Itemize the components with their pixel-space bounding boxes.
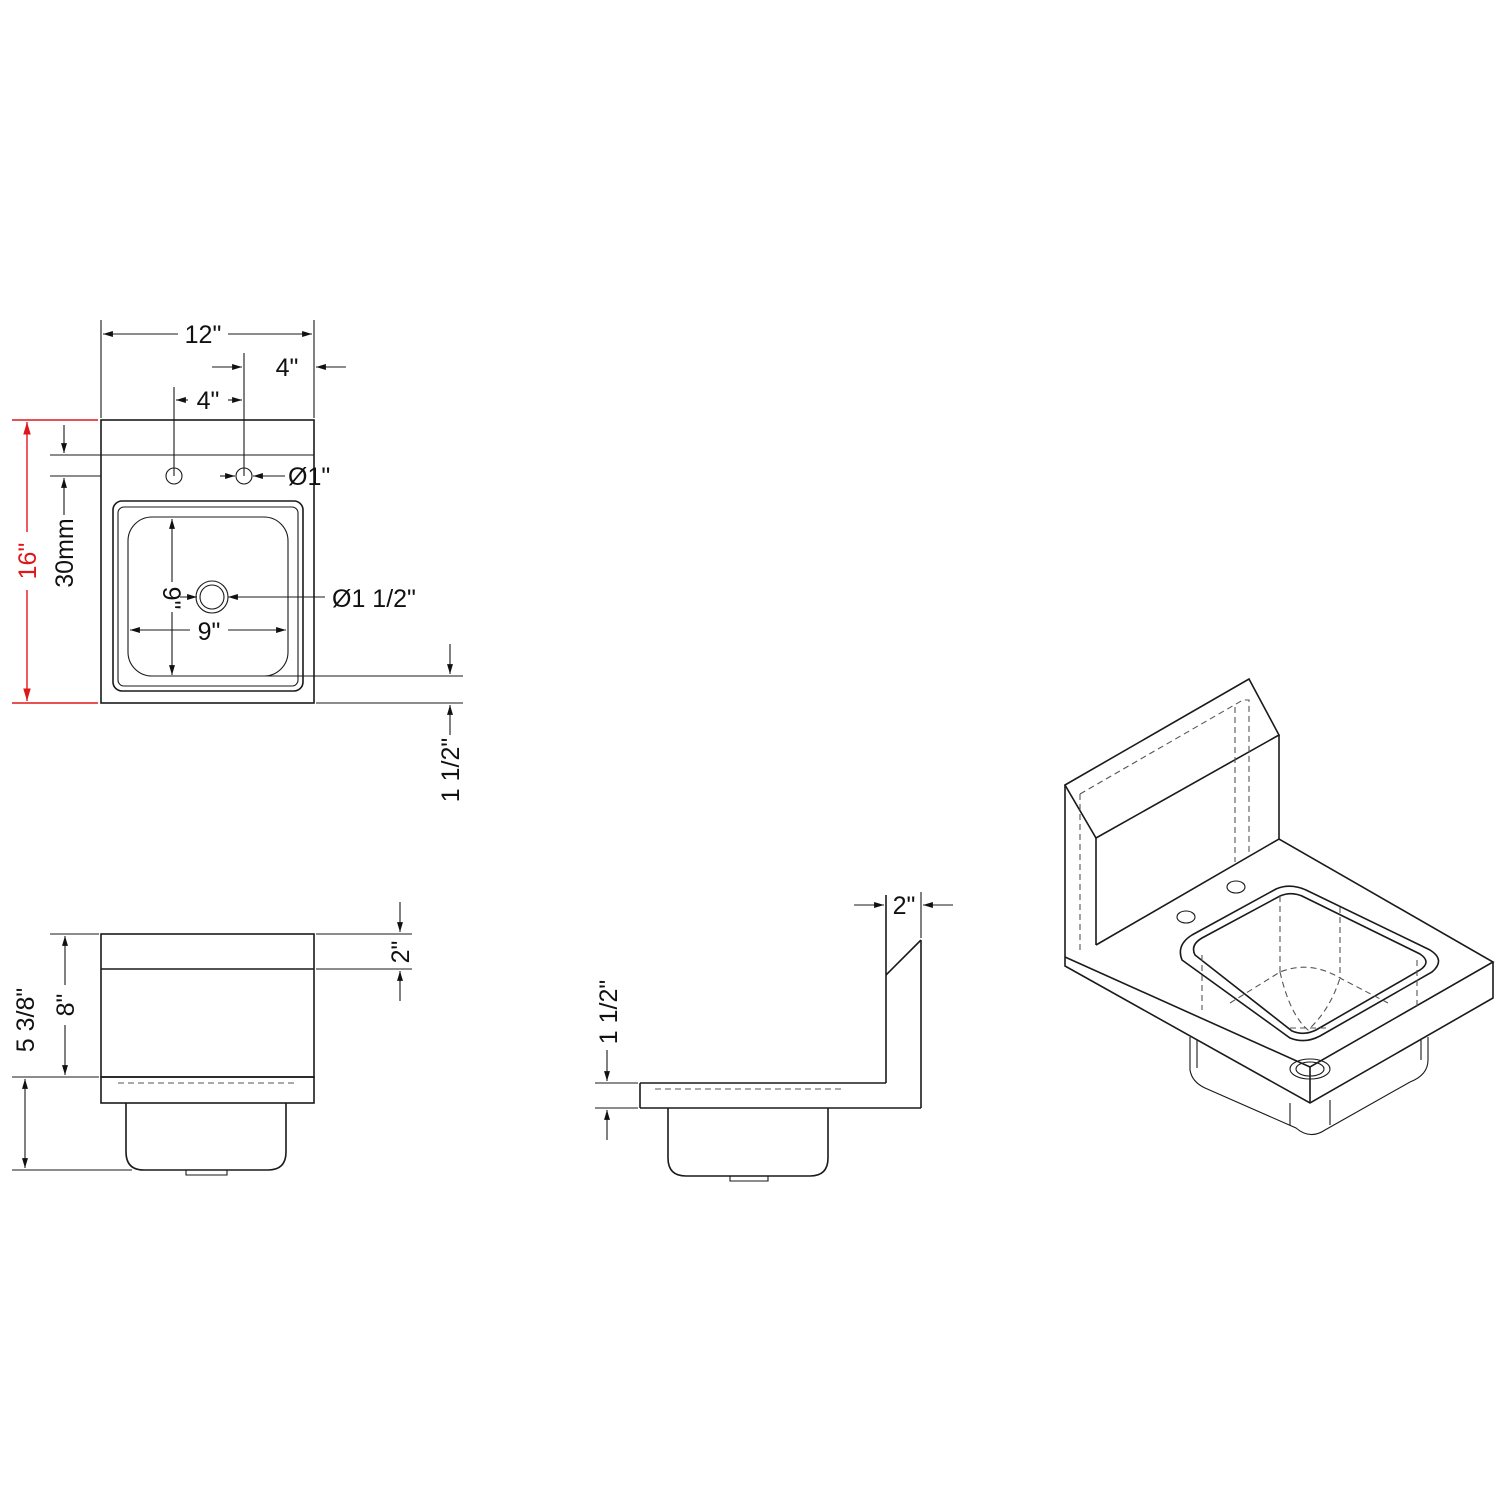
dim-deck-thickness: 1 1/2" [595, 980, 623, 1044]
dim-drain: Ø1 1/2" [332, 585, 416, 613]
dim-depth: 16" [14, 543, 42, 580]
top-view: 12" 4" 4" Ø1" 16" 30mm 9" 9" [12, 320, 465, 802]
dim-front-edge: 1 1/2" [437, 738, 465, 802]
dim-hole-setback: 30mm [51, 518, 79, 587]
bowl-rim-outer [112, 500, 304, 692]
dim-bowl-depth: 5 3/8" [12, 988, 40, 1052]
isometric-view [1063, 677, 1495, 1136]
dim-width: 12" [185, 321, 222, 349]
dim-faucet-hole: Ø1" [288, 463, 330, 491]
dim-backsplash-thickness: 2" [893, 892, 916, 920]
drain [195, 580, 229, 614]
dim-bowl-length: 9" [157, 587, 185, 610]
deck-outline [100, 419, 315, 704]
side-view: 2" 1 1/2" [595, 892, 953, 1182]
dim-backsplash-height: 8" [52, 994, 80, 1017]
dim-faucet-offset: 4" [276, 354, 299, 382]
dim-faucet-spacing: 4" [197, 387, 220, 415]
iso-faucet-hole [1226, 880, 1246, 894]
front-view: 2" 8" 5 3/8" [12, 902, 415, 1176]
iso-faucet-hole [1176, 910, 1196, 924]
dim-backsplash-lip: 2" [387, 941, 415, 964]
iso-drain [1289, 1058, 1331, 1080]
dim-bowl-width: 9" [198, 618, 221, 646]
